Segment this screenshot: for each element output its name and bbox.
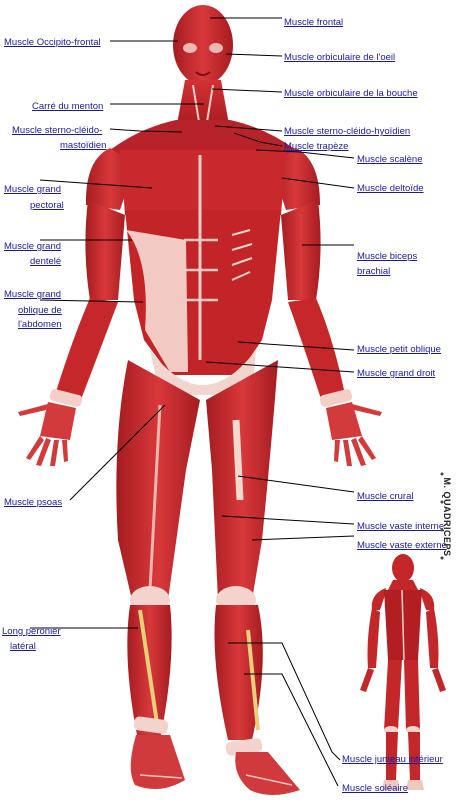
- label-petit-oblique[interactable]: Muscle petit oblique: [357, 344, 441, 355]
- label-orbiculaire-oeil[interactable]: Muscle orbiculaire de l'oeil: [284, 52, 396, 63]
- label-vaste-externe[interactable]: Muscle vaste externe: [357, 540, 447, 551]
- label-biceps[interactable]: Muscle biceps: [357, 251, 418, 262]
- label-grand-droit[interactable]: Muscle grand droit: [357, 368, 436, 379]
- label-deltoide[interactable]: Muscle deltoïde: [357, 183, 424, 194]
- label-grand-dentele-2[interactable]: dentelé: [30, 256, 62, 267]
- left-hand: [18, 402, 76, 466]
- label-sterno-hyoidien[interactable]: Muscle sterno-cléido-hyoïdien: [284, 126, 411, 137]
- label-long-peronier-2[interactable]: latéral: [10, 641, 36, 652]
- label-long-peronier[interactable]: Long péronier: [2, 626, 61, 637]
- label-soleaire[interactable]: Muscle soléaire: [342, 783, 408, 794]
- label-grand-oblique[interactable]: Muscle grand: [4, 289, 62, 300]
- label-grand-pectoral-2[interactable]: pectoral: [30, 200, 64, 211]
- label-jumeau[interactable]: Muscle jumeau intérieur: [342, 754, 443, 765]
- left-thigh: [116, 360, 200, 600]
- back-figure: [360, 554, 446, 790]
- label-orbiculaire-bouche[interactable]: Muscle orbiculaire de la bouche: [284, 88, 418, 99]
- right-forearm: [288, 298, 345, 402]
- left-forearm: [55, 298, 118, 402]
- label-scalene[interactable]: Muscle scalène: [357, 154, 423, 165]
- head: [173, 5, 233, 85]
- left-upper-arm: [85, 200, 125, 300]
- label-occipito-frontal[interactable]: Muscle Occipito-frontal: [4, 37, 101, 48]
- label-trapeze[interactable]: Muscle trapèze: [284, 141, 349, 152]
- label-grand-oblique-3[interactable]: l'abdomen: [18, 319, 62, 330]
- front-figure: [18, 5, 382, 795]
- right-hand: [326, 402, 382, 466]
- right-upper-arm: [281, 200, 321, 300]
- quadriceps-dots: [440, 472, 444, 560]
- label-carre-menton[interactable]: Carré du menton: [32, 101, 104, 112]
- label-sterno-mastoidien-2[interactable]: mastoïdien: [60, 140, 107, 151]
- label-psoas[interactable]: Muscle psoas: [4, 497, 63, 508]
- label-grand-pectoral[interactable]: Muscle grand: [4, 184, 62, 195]
- label-crural[interactable]: Muscle crural: [357, 491, 414, 502]
- leader-lines: [30, 17, 355, 787]
- quadriceps-text: M. QUADRICEPS: [442, 477, 452, 557]
- label-grand-oblique-2[interactable]: oblique de: [18, 305, 62, 316]
- quadriceps-label: M. QUADRICEPS: [437, 462, 456, 582]
- neck: [176, 80, 230, 130]
- right-foot: [235, 752, 300, 795]
- label-sterno-mastoidien[interactable]: Muscle sterno-cléido-: [12, 125, 103, 136]
- left-foot: [130, 735, 185, 789]
- label-vaste-interne[interactable]: Muscle vaste interne: [357, 521, 445, 532]
- label-biceps-2[interactable]: brachial: [357, 266, 391, 277]
- label-grand-dentele[interactable]: Muscle grand: [4, 241, 62, 252]
- label-frontal[interactable]: Muscle frontal: [284, 17, 344, 28]
